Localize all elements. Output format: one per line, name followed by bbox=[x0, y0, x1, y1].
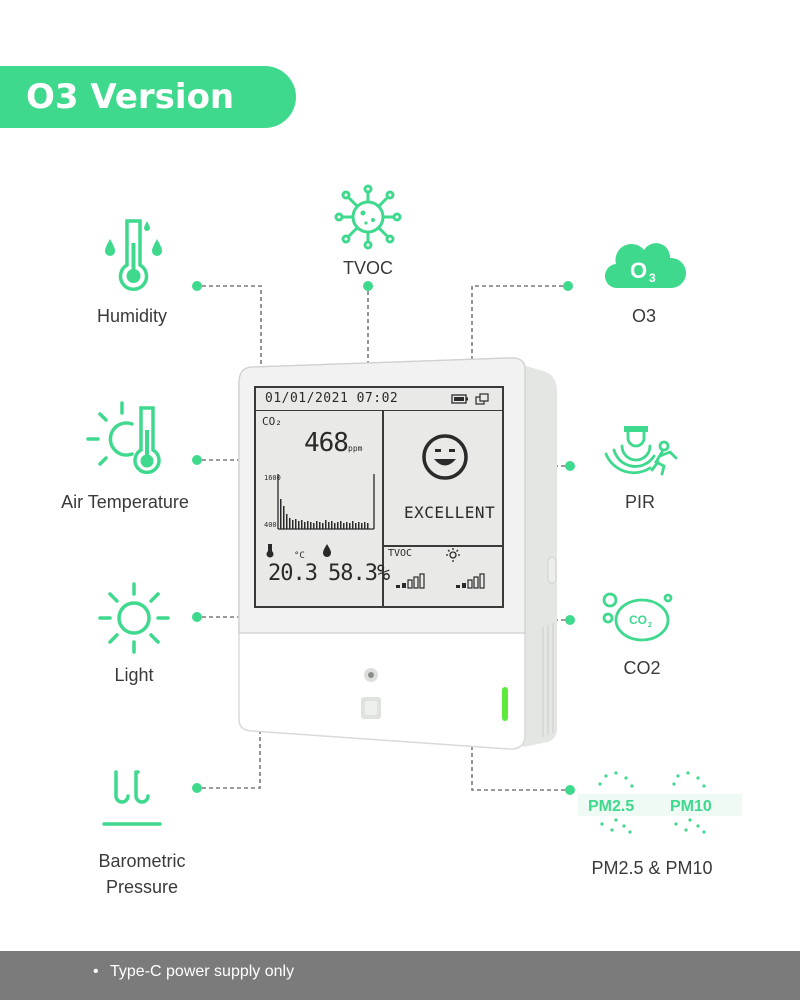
screen-thermometer-icon bbox=[266, 544, 274, 558]
screen-co2-history-chart bbox=[277, 474, 375, 530]
screen-light-icon bbox=[446, 548, 460, 562]
screen-humidity: 58.3% bbox=[328, 561, 390, 586]
co2-badge-sub: 2 bbox=[648, 622, 652, 629]
o3-badge-sub: 3 bbox=[649, 271, 656, 285]
battery-icon bbox=[451, 393, 489, 405]
o3-badge-text: O bbox=[630, 258, 647, 283]
pir-label: PIR bbox=[624, 492, 655, 512]
screen-co2-value: 468 bbox=[304, 428, 349, 458]
screen-humidity-icon bbox=[323, 544, 331, 557]
o3-label: O3 bbox=[631, 306, 656, 326]
tvoc-label: TVOC bbox=[342, 258, 393, 278]
barometric-label-line1: Barometric bbox=[98, 851, 186, 871]
screen-temperature: 20.3 bbox=[268, 561, 318, 586]
motion-sensor-icon bbox=[604, 426, 678, 476]
virus-molecule-icon bbox=[334, 184, 402, 250]
co2-bubble-icon: CO 2 bbox=[602, 592, 673, 642]
humidity-thermometer-icon bbox=[105, 219, 162, 291]
pm-label: PM2.5 & PM10 bbox=[591, 858, 713, 878]
barometric-label-line2: Pressure bbox=[105, 877, 179, 897]
screen-tvoc-label: TVOC bbox=[388, 548, 413, 559]
screen-divider-vertical bbox=[382, 410, 384, 606]
screen-light-level-bars bbox=[456, 573, 485, 589]
screen-divider-horizontal bbox=[383, 545, 502, 547]
screen-smiley-icon bbox=[422, 434, 468, 480]
barometric-label: Barometric Pressure bbox=[80, 848, 204, 900]
screen-status-bar: 01/01/2021 07:02 bbox=[256, 388, 502, 411]
sun-thermometer-icon bbox=[86, 401, 161, 475]
screen-tvoc-level-bars bbox=[396, 573, 425, 589]
footer-note: Type-C power supply only bbox=[110, 963, 295, 980]
air-temperature-label: Air Temperature bbox=[61, 492, 189, 512]
screen-chart-max: 1600 bbox=[264, 474, 281, 482]
screen-datetime: 01/01/2021 07:02 bbox=[265, 391, 399, 406]
screen-co2-unit: ppm bbox=[348, 444, 363, 453]
co2-label: CO2 bbox=[623, 658, 661, 678]
screen-air-quality-status: EXCELLENT bbox=[404, 503, 496, 522]
sun-icon bbox=[98, 582, 170, 654]
light-label: Light bbox=[114, 665, 154, 685]
version-badge: O3 Version bbox=[0, 66, 296, 128]
screen-chart-min: 400 bbox=[264, 521, 277, 529]
humidity-label: Humidity bbox=[96, 306, 167, 326]
screen-temperature-unit: °C bbox=[294, 551, 305, 561]
screen-co2-label: CO₂ bbox=[262, 415, 282, 428]
pm10-tag: PM10 bbox=[670, 798, 712, 815]
footer-bar: • Type-C power supply only bbox=[0, 951, 800, 1000]
particulate-icon: PM2.5 PM10 bbox=[578, 771, 742, 834]
device-screen: 01/01/2021 07:02 CO₂ 468 ppm 1600 400 bbox=[254, 386, 504, 608]
o3-cloud-icon: O 3 bbox=[604, 243, 687, 289]
footer-bullet: • bbox=[93, 963, 99, 980]
co2-badge-text: CO bbox=[629, 613, 647, 627]
pressure-icon bbox=[102, 770, 162, 826]
pm25-tag: PM2.5 bbox=[588, 798, 634, 815]
